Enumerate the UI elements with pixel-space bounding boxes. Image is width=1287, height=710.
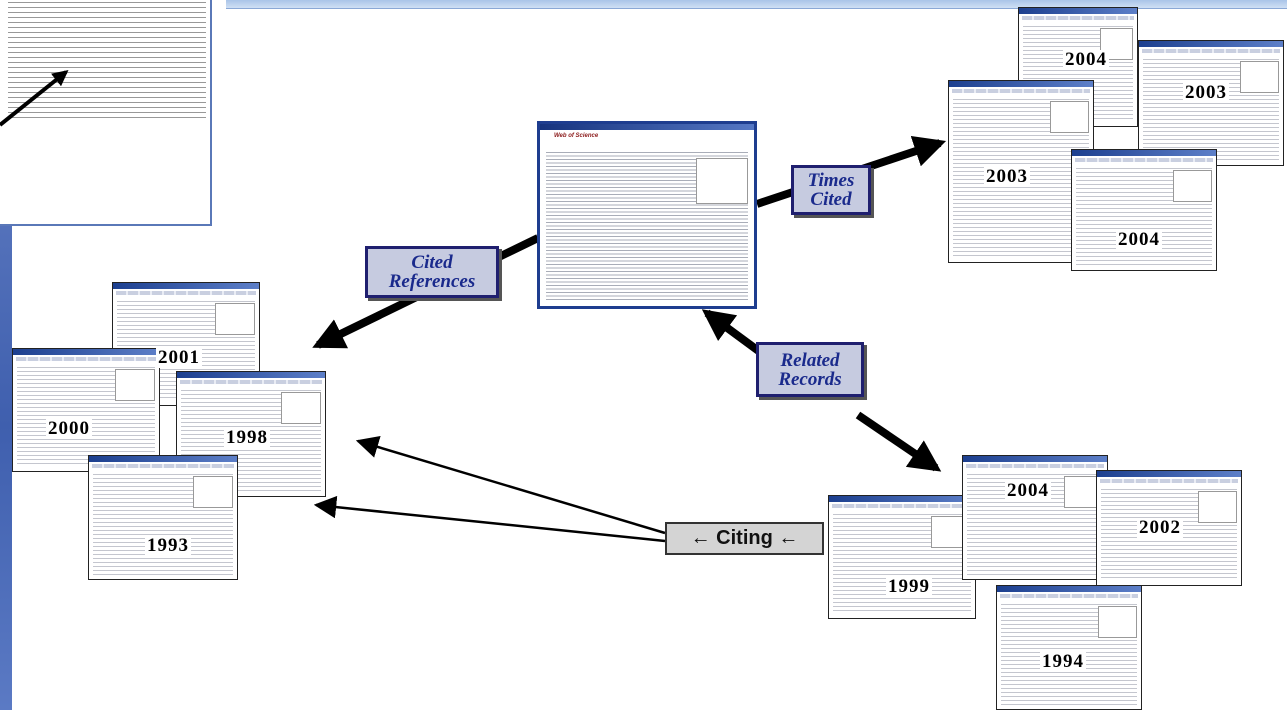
citing-arrow-upper bbox=[355, 436, 666, 535]
times-cited-page-3 bbox=[948, 80, 1094, 263]
related-records-label: Related Records bbox=[756, 342, 864, 397]
cited-ref-year-1: 2001 bbox=[156, 347, 202, 368]
cited-references-label: Cited References bbox=[365, 246, 499, 298]
cited-ref-year-4: 1993 bbox=[145, 535, 191, 556]
abstract-to-record-arrow bbox=[0, 69, 69, 127]
related-records-arrow-down bbox=[855, 411, 942, 472]
main-page-sidebar-box bbox=[696, 158, 748, 204]
main-page-logo: Web of Science bbox=[554, 133, 599, 139]
related-year-4: 1994 bbox=[1040, 651, 1086, 672]
abstract-page-thumbnail bbox=[0, 0, 212, 226]
times-cited-year-2: 2003 bbox=[1183, 82, 1229, 103]
related-year-1: 2004 bbox=[1005, 480, 1051, 501]
times-cited-year-3: 2003 bbox=[984, 166, 1030, 187]
cited-ref-page-3 bbox=[176, 371, 326, 497]
related-records-arrow-up bbox=[701, 309, 763, 356]
related-year-3: 1999 bbox=[886, 576, 932, 597]
main-full-record-page: Web of Science bbox=[537, 121, 757, 309]
times-cited-label-text: Times Cited bbox=[807, 170, 855, 210]
times-cited-label: Times Cited bbox=[791, 165, 871, 215]
cited-ref-page-4 bbox=[88, 455, 238, 580]
cited-ref-page-2 bbox=[12, 348, 160, 472]
cited-references-label-text: Cited References bbox=[388, 252, 476, 292]
cited-ref-year-2: 2000 bbox=[46, 418, 92, 439]
related-records-label-text: Related Records bbox=[778, 349, 842, 390]
related-year-2: 2002 bbox=[1137, 517, 1183, 538]
citing-label: ← Citing ← bbox=[665, 522, 824, 555]
times-cited-page-2 bbox=[1138, 40, 1284, 166]
citing-label-text: ← Citing ← bbox=[690, 527, 799, 549]
top-slide-banner bbox=[226, 0, 1287, 9]
citing-arrow-lower bbox=[313, 495, 666, 543]
cited-ref-year-3: 1998 bbox=[224, 427, 270, 448]
related-page-2 bbox=[962, 455, 1108, 580]
abstract-text-lines bbox=[0, 0, 210, 122]
main-page-header-bar bbox=[540, 124, 754, 130]
times-cited-year-1: 2004 bbox=[1063, 49, 1109, 70]
times-cited-page-4 bbox=[1071, 149, 1217, 271]
related-page-4 bbox=[996, 585, 1142, 710]
times-cited-year-4: 2004 bbox=[1116, 229, 1162, 250]
related-page-1 bbox=[828, 495, 976, 619]
